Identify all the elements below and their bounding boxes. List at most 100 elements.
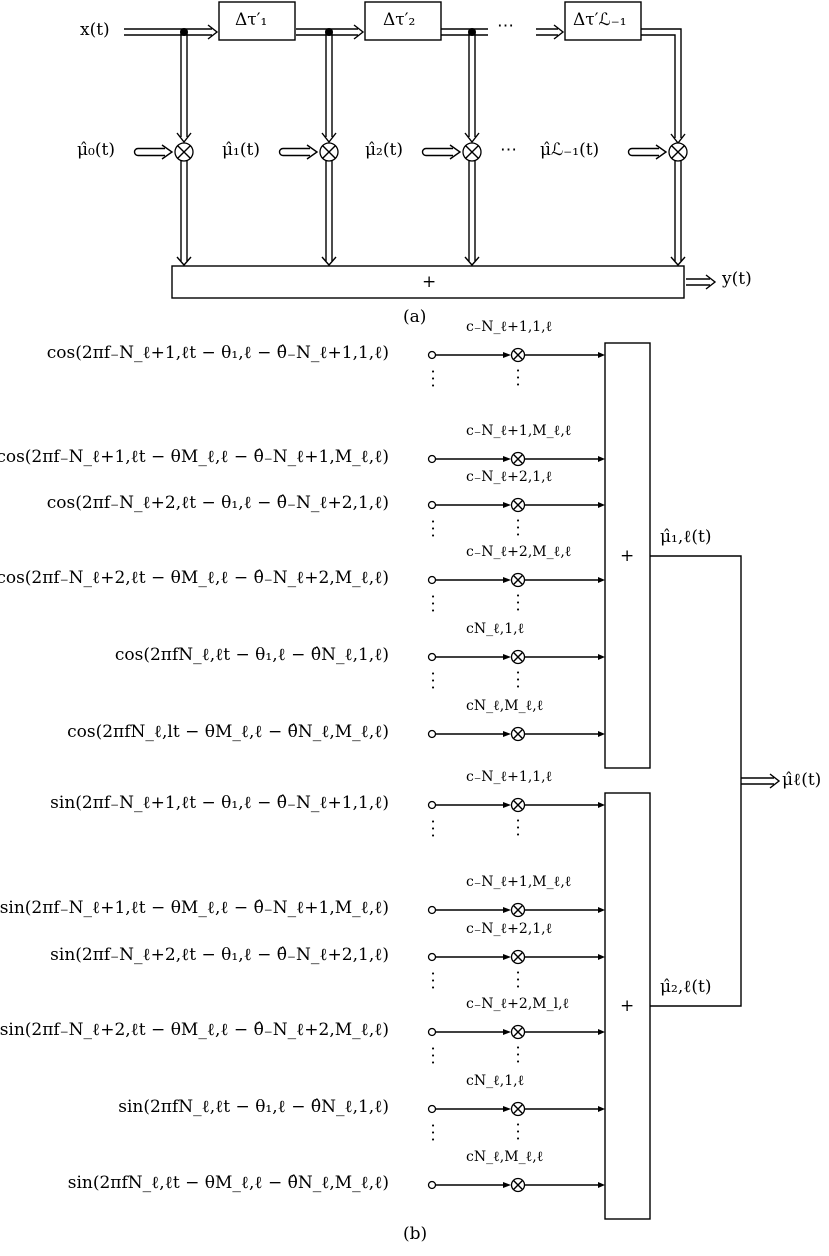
vdots: · · · bbox=[430, 1039, 436, 1072]
multiplier-cross bbox=[512, 453, 524, 465]
source-node bbox=[427, 652, 437, 662]
sum-sign-cos: + bbox=[620, 546, 635, 566]
source-node bbox=[427, 952, 437, 962]
vdots: · · · bbox=[430, 362, 436, 395]
sin-coefficient-label: c₋N_ℓ+2,M_l,ℓ bbox=[466, 996, 570, 1012]
sin-input-label: sin(2πf₋N_ℓ+2,ℓt − θ₁,ℓ − θ̂₋N_ℓ+2,1,ℓ) bbox=[50, 945, 389, 965]
delay-label-1: Δτ′₁ bbox=[235, 10, 268, 30]
arrowhead bbox=[598, 1029, 605, 1035]
rows-b bbox=[427, 347, 605, 1193]
output-label-y: y(t) bbox=[722, 269, 752, 289]
cos-input-label: cos(2πf₋N_ℓ+1,ℓt − θ₁,ℓ − θ̂₋N_ℓ+1,1,ℓ) bbox=[46, 343, 389, 363]
source-node bbox=[427, 500, 437, 510]
multiplier-cross bbox=[512, 904, 524, 916]
caption-a: (a) bbox=[403, 307, 427, 327]
sin-coefficient-label: c₋N_ℓ+1,M_ℓ,ℓ bbox=[466, 874, 572, 890]
vdots: · · · bbox=[515, 1038, 521, 1071]
sin-coefficient-label: cN_ℓ,1,ℓ bbox=[466, 1073, 525, 1089]
vdots: · · · bbox=[430, 587, 436, 620]
multiplier-cross bbox=[512, 1103, 524, 1115]
cos-input-label: cos(2πf₋N_ℓ+2,ℓt − θM_ℓ,ℓ − θ̂₋N_ℓ+2,M_ℓ… bbox=[0, 568, 389, 588]
cos-coefficient-label: c₋N_ℓ+2,1,ℓ bbox=[466, 469, 553, 485]
source-node bbox=[427, 800, 437, 810]
arrowhead bbox=[503, 654, 511, 660]
caption-b: (b) bbox=[403, 1224, 428, 1244]
arrowhead bbox=[503, 731, 511, 737]
mu1-label: μ̂₁,ℓ(t) bbox=[660, 527, 712, 547]
arrowhead bbox=[503, 456, 511, 462]
vdots: · · · bbox=[515, 511, 521, 544]
mu-label-2: μ̂₂(t) bbox=[365, 140, 403, 160]
mu-label-0: μ̂₀(t) bbox=[77, 140, 115, 160]
source-node bbox=[427, 454, 437, 464]
sin-coefficient-label: cN_ℓ,M_ℓ,ℓ bbox=[466, 1149, 544, 1165]
mu-input-arrows bbox=[133, 144, 668, 160]
sin-input-label: sin(2πfN_ℓ,ℓt − θ₁,ℓ − θ̂N_ℓ,1,ℓ) bbox=[118, 1097, 389, 1117]
multiplier-cross bbox=[512, 1026, 524, 1038]
cos-coefficient-label: c₋N_ℓ+1,1,ℓ bbox=[466, 319, 553, 335]
source-node bbox=[427, 729, 437, 739]
cos-input-label: cos(2πf₋N_ℓ+2,ℓt − θ₁,ℓ − θ̂₋N_ℓ+2,1,ℓ) bbox=[46, 493, 389, 513]
delay-box-1 bbox=[218, 1, 296, 41]
sum-sign-a: + bbox=[422, 272, 437, 292]
sum-box-a bbox=[171, 265, 685, 299]
arrowhead bbox=[598, 802, 605, 808]
sin-input-label: sin(2πf₋N_ℓ+2,ℓt − θM_ℓ,ℓ − θ̂₋N_ℓ+2,M_ℓ… bbox=[0, 1020, 389, 1040]
arrowhead bbox=[503, 954, 511, 960]
multiplier-cross bbox=[512, 349, 524, 361]
mu-output-label: μ̂ℓ(t) bbox=[782, 770, 822, 790]
arrowhead bbox=[598, 954, 605, 960]
arrowhead bbox=[598, 1182, 605, 1188]
source-node bbox=[427, 1027, 437, 1037]
vdots: · · · bbox=[515, 811, 521, 844]
delay-box-L-1 bbox=[564, 1, 642, 41]
source-node bbox=[427, 575, 437, 585]
mu-label-1: μ̂₁(t) bbox=[222, 140, 260, 160]
input-chain bbox=[124, 24, 686, 145]
multiplier-cross bbox=[512, 499, 524, 511]
multiplier-cross bbox=[512, 574, 524, 586]
arrowhead bbox=[503, 502, 511, 508]
input-label-x: x(t) bbox=[80, 20, 110, 40]
junction-dot bbox=[180, 28, 188, 36]
sin-coefficient-label: c₋N_ℓ+1,1,ℓ bbox=[466, 769, 553, 785]
vdots: · · · bbox=[430, 512, 436, 545]
vdots: · · · bbox=[430, 812, 436, 845]
cos-coefficient-label: c₋N_ℓ+1,M_ℓ,ℓ bbox=[466, 423, 572, 439]
vdots: · · · bbox=[515, 963, 521, 996]
vdots: · · · bbox=[515, 1115, 521, 1148]
ellipsis-mid: ⋯ bbox=[500, 140, 517, 160]
sin-coefficient-label: c₋N_ℓ+2,1,ℓ bbox=[466, 921, 553, 937]
source-node bbox=[427, 1104, 437, 1114]
arrowhead bbox=[598, 352, 605, 358]
arrowhead bbox=[598, 456, 605, 462]
delay-label-L-1: Δτ′ℒ₋₁ bbox=[573, 10, 627, 30]
ellipsis-top: ⋯ bbox=[497, 16, 514, 36]
multiplier-cross bbox=[512, 799, 524, 811]
cos-input-label: cos(2πf₋N_ℓ+1,ℓt − θM_ℓ,ℓ − θ̂₋N_ℓ+1,M_ℓ… bbox=[0, 447, 389, 467]
arrowhead bbox=[503, 1182, 511, 1188]
sin-input-label: sin(2πf₋N_ℓ+1,ℓt − θ₁,ℓ − θ̂₋N_ℓ+1,1,ℓ) bbox=[50, 793, 389, 813]
cos-coefficient-label: cN_ℓ,1,ℓ bbox=[466, 621, 525, 637]
arrowhead bbox=[503, 352, 511, 358]
arrowhead bbox=[598, 577, 605, 583]
arrowhead bbox=[598, 654, 605, 660]
multiplier-cross bbox=[512, 651, 524, 663]
vdots: · · · bbox=[430, 964, 436, 997]
delay-box-2 bbox=[364, 1, 442, 41]
tap-lines bbox=[176, 32, 480, 144]
arrowhead bbox=[598, 907, 605, 913]
source-node bbox=[427, 350, 437, 360]
multiplier-cross bbox=[512, 951, 524, 963]
arrowhead bbox=[598, 731, 605, 737]
vdots: · · · bbox=[515, 361, 521, 394]
mu-label-L-1: μ̂ℒ₋₁(t) bbox=[540, 140, 600, 160]
source-node bbox=[427, 1180, 437, 1190]
arrowhead bbox=[503, 907, 511, 913]
cos-coefficient-label: c₋N_ℓ+2,M_ℓ,ℓ bbox=[466, 544, 572, 560]
arrowhead bbox=[503, 577, 511, 583]
sum-sign-sin: + bbox=[620, 996, 635, 1016]
vdots: · · · bbox=[515, 586, 521, 619]
arrowhead bbox=[503, 802, 511, 808]
vdots: · · · bbox=[430, 1116, 436, 1149]
